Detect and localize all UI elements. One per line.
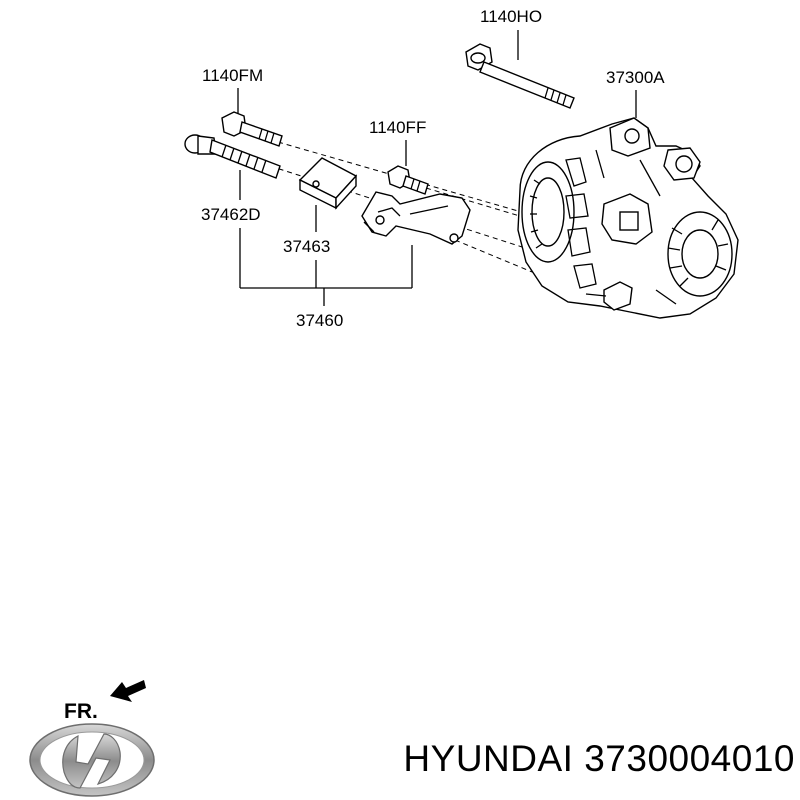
front-direction-indicator: FR. (64, 680, 146, 723)
label-1140ho: 1140HO (480, 7, 542, 26)
label-1140fm: 1140FM (202, 66, 263, 85)
direction-arrow-icon (110, 680, 146, 702)
alternator-37300a (517, 117, 739, 319)
bracket-37460 (361, 191, 471, 245)
spacer-37463 (298, 157, 358, 210)
bolt-37462d (184, 134, 281, 179)
label-37462d: 37462D (201, 205, 261, 224)
bolt-1140ho (465, 43, 575, 109)
label-37460: 37460 (296, 311, 343, 330)
fr-label: FR. (64, 700, 98, 723)
bolt-1140fm (221, 111, 283, 147)
label-37300a: 37300A (606, 68, 665, 87)
brand-part-number-caption: HYUNDAI 3730004010 (403, 738, 795, 779)
bolt-1140ff (387, 165, 429, 195)
leader-lines (237, 30, 637, 306)
label-1140ff: 1140FF (369, 118, 426, 137)
label-37463: 37463 (283, 237, 330, 256)
hyundai-logo-icon (29, 723, 155, 797)
